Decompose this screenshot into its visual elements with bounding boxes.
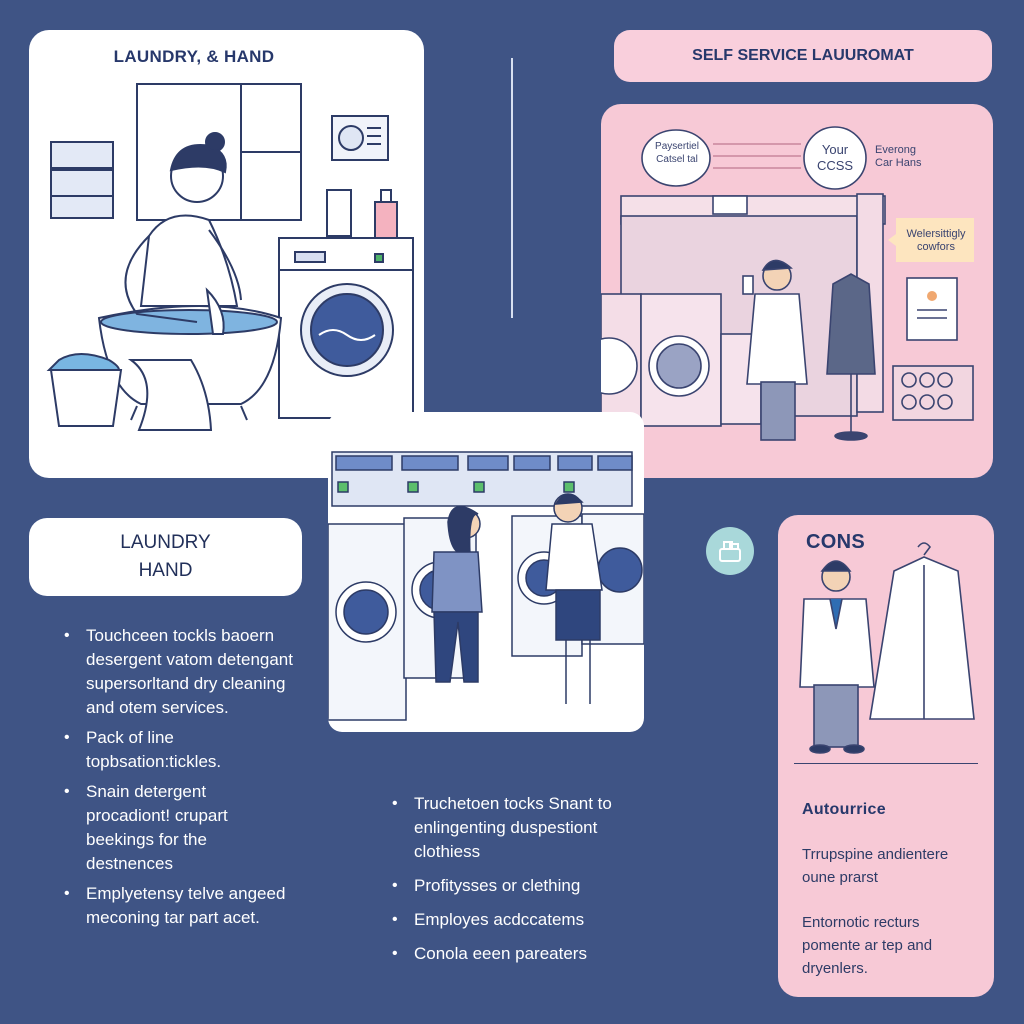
list-item: Profitysses or clething — [392, 874, 618, 898]
bubble-mid-text: Your CCSS — [816, 142, 854, 173]
list-item: Snain detergent procadiont! crupart beek… — [64, 780, 294, 876]
list-item: Conola eeen pareaters — [392, 942, 618, 966]
bubble-right-text: Everong Car Hans — [875, 144, 922, 169]
laundry-hand-line2: HAND — [138, 560, 193, 581]
self-service-header-text: SELF SERVICE LAUUROMAT — [692, 47, 914, 64]
list-item: Emplyetensy telve angeed meconing tar pa… — [64, 882, 294, 930]
laundry-hand-pill: LAUNDRY HAND — [29, 518, 302, 596]
list-item: Employes acdccatems — [392, 908, 618, 932]
machines-illustration — [328, 451, 644, 721]
note-text: Welersittigly cowfors — [906, 228, 966, 253]
cons-text-1: Trrupspine andientere oune prarst — [802, 846, 949, 886]
hand-washing-illustration — [46, 83, 414, 431]
list-item: Truchetoen tocks Snant to enlingenting d… — [392, 792, 618, 864]
laundromat-machines-card — [328, 412, 644, 732]
self-service-card: Paysertiel Catsel tal Your CCSS Everong … — [601, 104, 993, 478]
cons-illustration — [799, 542, 975, 754]
laundry-hand-line1: LAUNDRY — [120, 532, 211, 553]
laundry-basket-icon — [706, 527, 754, 575]
cons-card: CONS Autourrice Trrupspine andientere ou… — [778, 515, 994, 997]
section-divider — [511, 58, 513, 318]
left-feature-list: Touchceen tockls baoern desergent vatom … — [64, 624, 294, 936]
cons-text-2: Entornotic recturs pomente ar tep and dr… — [802, 914, 933, 977]
list-item: Touchceen tockls baoern desergent vatom … — [64, 624, 294, 720]
hand-laundry-card: LAUNDRY, & HAND — [29, 30, 424, 478]
self-service-header: SELF SERVICE LAUUROMAT — [614, 30, 992, 82]
center-feature-list: Truchetoen tocks Snant to enlingenting d… — [392, 792, 618, 972]
list-item: Pack of line topbsation:tickles. — [64, 726, 294, 774]
cons-subtitle: Autourrice — [802, 801, 886, 818]
hand-laundry-title: LAUNDRY, & HAND — [113, 47, 275, 66]
bubble-left-text: Paysertiel Catsel tal — [655, 141, 699, 165]
laundromat-illustration — [601, 126, 974, 441]
basket-glyph — [719, 541, 741, 562]
cons-title: CONS — [806, 531, 865, 553]
cons-divider — [794, 763, 978, 764]
